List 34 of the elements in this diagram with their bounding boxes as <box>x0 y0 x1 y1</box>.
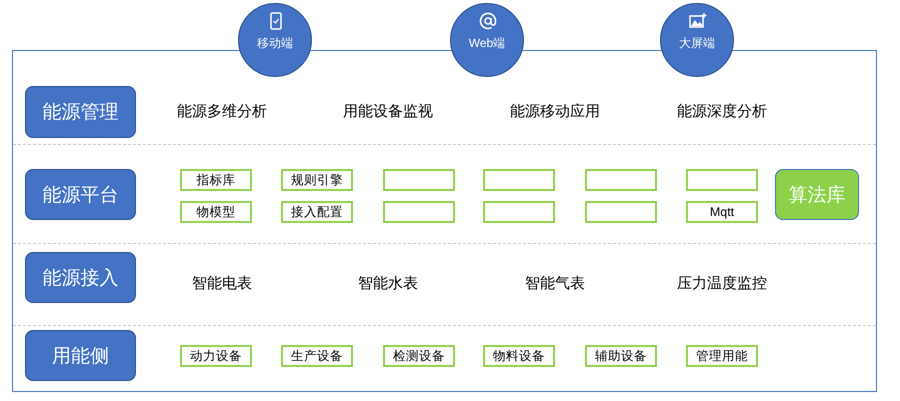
component-box: 规则引擎 <box>281 169 353 191</box>
layer-heading: 用能侧 <box>25 330 136 381</box>
component-box: Mqtt <box>686 201 758 223</box>
component-box: 管理用能 <box>686 345 758 367</box>
component-box: 接入配置 <box>281 201 353 223</box>
blank-component-box <box>483 201 555 223</box>
blank-component-box <box>383 201 455 223</box>
layer-heading: 能源管理 <box>25 86 136 138</box>
component-box: 辅助设备 <box>585 345 657 367</box>
feature-text: 能源多维分析 <box>177 102 267 121</box>
component-box: 动力设备 <box>180 345 252 367</box>
layer-heading: 能源接入 <box>25 252 136 303</box>
algorithm-box: 算法库 <box>775 169 859 220</box>
blank-component-box <box>585 201 657 223</box>
client-label: 大屏端 <box>678 35 716 52</box>
component-box: 指标库 <box>180 169 252 191</box>
feature-text: 智能气表 <box>525 274 585 293</box>
component-box: 物料设备 <box>483 345 555 367</box>
blank-component-box <box>383 169 455 191</box>
client-label: Web端 <box>468 35 506 52</box>
blank-component-box <box>686 169 758 191</box>
blank-component-box <box>585 169 657 191</box>
component-box: 物模型 <box>180 201 252 223</box>
component-box: 生产设备 <box>281 345 353 367</box>
feature-text: 用能设备监视 <box>343 102 433 121</box>
feature-text: 智能电表 <box>192 274 252 293</box>
feature-text: 压力温度监控 <box>677 274 767 293</box>
client-label: 移动端 <box>256 35 294 52</box>
feature-text: 能源深度分析 <box>677 102 767 121</box>
component-box: 检测设备 <box>383 345 455 367</box>
layer-heading: 能源平台 <box>25 169 136 220</box>
feature-text: 智能水表 <box>358 274 418 293</box>
blank-component-box <box>483 169 555 191</box>
feature-text: 能源移动应用 <box>510 102 600 121</box>
